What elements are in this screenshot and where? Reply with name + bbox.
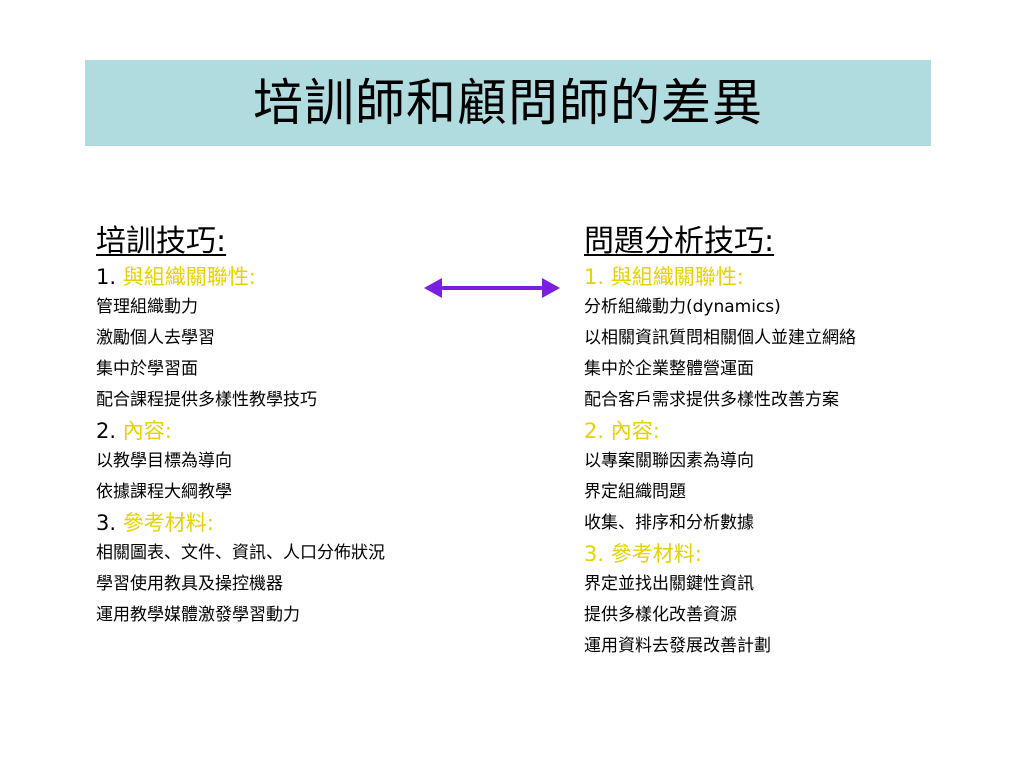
item-list: 界定並找出關鍵性資訊 提供多樣化改善資源 運用資料去發展改善計劃 bbox=[584, 569, 1004, 662]
list-item: 管理組織動力 bbox=[96, 297, 198, 317]
left-section-3: 3. 參考材料: 相關圖表、文件、資訊、人口分佈狀況 學習使用教具及操控機器 運… bbox=[96, 508, 426, 631]
section-number: 2. bbox=[96, 419, 117, 443]
list-item: 激勵個人去學習 bbox=[96, 328, 215, 348]
section-label: 內容: bbox=[122, 419, 172, 443]
right-section-3: 3. 參考材料: 界定並找出關鍵性資訊 提供多樣化改善資源 運用資料去發展改善計… bbox=[584, 539, 1004, 662]
section-heading: 1. 與組織關聯性: bbox=[584, 262, 1004, 292]
item-list: 以專案關聯因素為導向 界定組織問題 收集、排序和分析數據 bbox=[584, 446, 1004, 539]
list-item: 運用教學媒體激發學習動力 bbox=[96, 605, 300, 625]
left-section-1: 1. 與組織關聯性: 管理組織動力 激勵個人去學習 集中於學習面 配合課程提供多… bbox=[96, 262, 426, 416]
item-list: 以教學目標為導向 依據課程大綱教學 bbox=[96, 446, 426, 508]
section-number: 3. bbox=[584, 542, 605, 566]
section-number: 1. bbox=[584, 265, 605, 289]
section-label: 與組織關聯性: bbox=[122, 265, 256, 289]
column-heading-analysis: 問題分析技巧: bbox=[584, 224, 775, 259]
page-title: 培訓師和顧問師的差異 bbox=[253, 74, 763, 132]
section-number: 1. bbox=[96, 265, 117, 289]
item-list: 管理組織動力 激勵個人去學習 集中於學習面 配合課程提供多樣性教學技巧 bbox=[96, 292, 426, 416]
item-list: 分析組織動力(dynamics) 以相關資訊質問相關個人並建立網絡 集中於企業整… bbox=[584, 292, 1004, 416]
list-item: 以專案關聯因素為導向 bbox=[584, 451, 754, 471]
list-item: 提供多樣化改善資源 bbox=[584, 605, 737, 625]
problem-analysis-column: 問題分析技巧: 1. 與組織關聯性: 分析組織動力(dynamics) 以相關資… bbox=[584, 222, 1004, 662]
section-heading: 3. 參考材料: bbox=[584, 539, 1004, 569]
left-section-2: 2. 內容: 以教學目標為導向 依據課程大綱教學 bbox=[96, 416, 426, 508]
list-item: 集中於學習面 bbox=[96, 359, 198, 379]
section-heading: 2. 內容: bbox=[96, 416, 426, 446]
list-item: 運用資料去發展改善計劃 bbox=[584, 636, 771, 656]
item-list: 相關圖表、文件、資訊、人口分佈狀況 學習使用教具及操控機器 運用教學媒體激發學習… bbox=[96, 538, 426, 631]
section-number: 2. bbox=[584, 419, 605, 443]
list-item: 以教學目標為導向 bbox=[96, 451, 232, 471]
training-skills-column: 培訓技巧: 1. 與組織關聯性: 管理組織動力 激勵個人去學習 集中於學習面 配… bbox=[96, 222, 426, 631]
right-section-1: 1. 與組織關聯性: 分析組織動力(dynamics) 以相關資訊質問相關個人並… bbox=[584, 262, 1004, 416]
section-heading: 3. 參考材料: bbox=[96, 508, 426, 538]
list-item: 收集、排序和分析數據 bbox=[584, 513, 754, 533]
list-item: 依據課程大綱教學 bbox=[96, 482, 232, 502]
list-item: 配合課程提供多樣性教學技巧 bbox=[96, 390, 317, 410]
arrow-head-right bbox=[542, 278, 560, 298]
list-item: 以相關資訊質問相關個人並建立網絡 bbox=[584, 328, 856, 348]
double-arrow-icon bbox=[424, 278, 560, 298]
list-item: 學習使用教具及操控機器 bbox=[96, 574, 283, 594]
column-heading-training: 培訓技巧: bbox=[96, 224, 227, 259]
section-label: 參考材料: bbox=[610, 542, 702, 566]
section-heading: 1. 與組織關聯性: bbox=[96, 262, 426, 292]
right-section-2: 2. 內容: 以專案關聯因素為導向 界定組織問題 收集、排序和分析數據 bbox=[584, 416, 1004, 539]
list-item: 集中於企業整體營運面 bbox=[584, 359, 754, 379]
section-label: 與組織關聯性: bbox=[610, 265, 744, 289]
section-label: 參考材料: bbox=[122, 511, 214, 535]
list-item: 分析組織動力(dynamics) bbox=[584, 297, 781, 317]
title-banner: 培訓師和顧問師的差異 bbox=[85, 60, 931, 146]
section-heading: 2. 內容: bbox=[584, 416, 1004, 446]
list-item: 界定組織問題 bbox=[584, 482, 686, 502]
list-item: 配合客戶需求提供多樣性改善方案 bbox=[584, 390, 839, 410]
list-item: 界定並找出關鍵性資訊 bbox=[584, 574, 754, 594]
section-number: 3. bbox=[96, 511, 117, 535]
section-label: 內容: bbox=[610, 419, 660, 443]
list-item: 相關圖表、文件、資訊、人口分佈狀況 bbox=[96, 543, 385, 563]
arrow-head-left bbox=[424, 278, 442, 298]
